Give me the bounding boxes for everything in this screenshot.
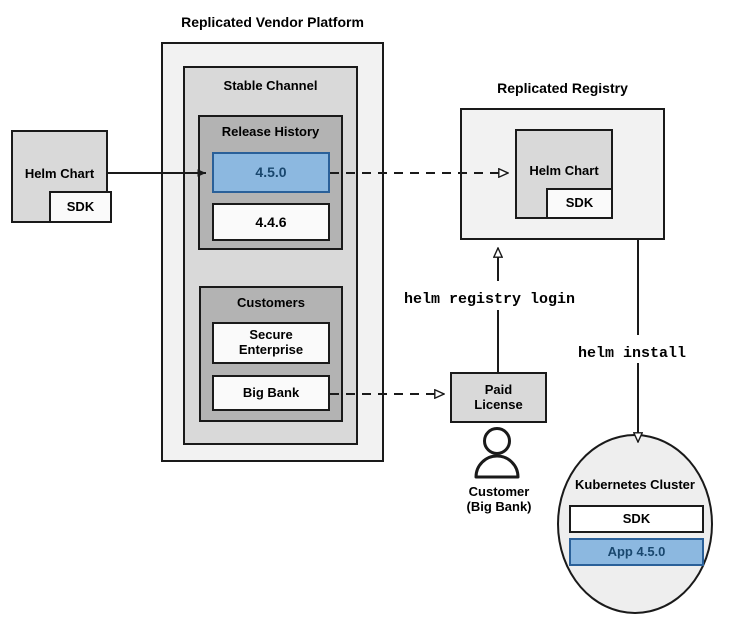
release-history-title: Release History — [221, 124, 320, 139]
registry-sdk: SDK — [546, 188, 613, 219]
kubernetes-cluster-title: Kubernetes Cluster — [575, 477, 695, 492]
cluster-sdk-box: SDK — [569, 505, 704, 533]
release-version-4-5-0[interactable]: 4.5.0 — [212, 152, 330, 193]
stable-channel-title: Stable Channel — [223, 78, 318, 93]
customer-big-bank[interactable]: Big Bank — [212, 375, 330, 411]
registry-title: Replicated Registry — [497, 80, 628, 96]
helm-install-label: helm install — [578, 345, 687, 362]
customer-secure-enterprise[interactable]: Secure Enterprise — [212, 322, 330, 364]
person-icon — [474, 427, 520, 479]
source-sdk: SDK — [49, 191, 112, 223]
vendor-platform-title: Replicated Vendor Platform — [181, 14, 364, 30]
paid-license-box: Paid License — [450, 372, 547, 423]
customer-actor-caption: Customer (Big Bank) — [466, 484, 532, 514]
release-version-4-4-6[interactable]: 4.4.6 — [212, 203, 330, 241]
helm-registry-login-label: helm registry login — [404, 291, 576, 308]
cluster-app-box: App 4.5.0 — [569, 538, 704, 566]
customers-title: Customers — [237, 295, 305, 310]
